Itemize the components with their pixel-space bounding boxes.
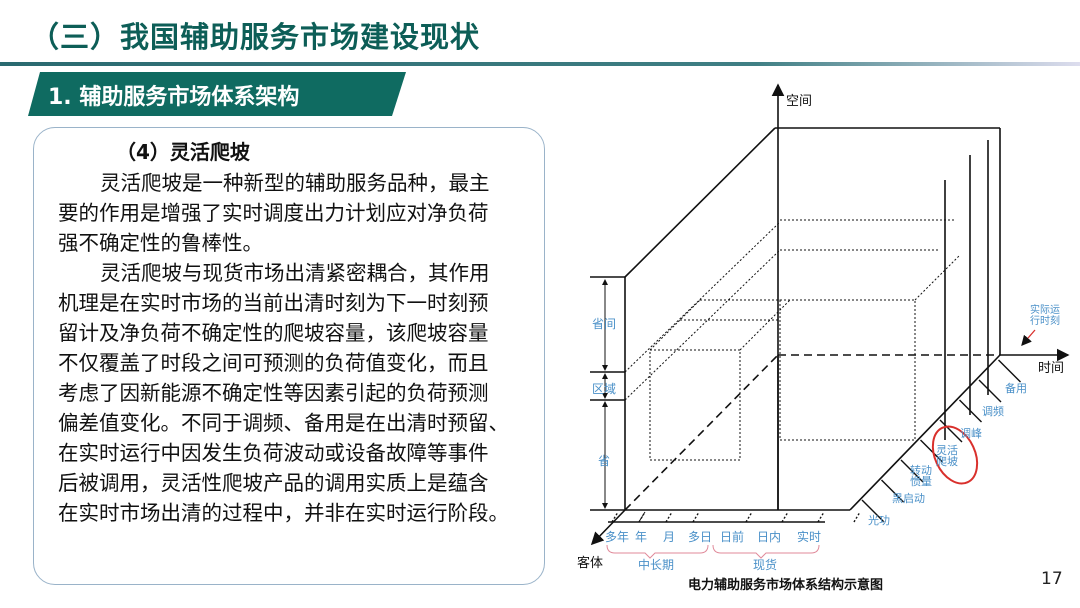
time-group: 中长期 xyxy=(638,558,675,572)
content-heading: （4）灵活爬坡 xyxy=(116,140,250,164)
time-scale-label: 日前 xyxy=(720,530,745,544)
realtime-note: 实际运行时刻 xyxy=(1030,305,1060,327)
time-tick xyxy=(853,511,861,523)
paragraph-line: 留计及净负荷不确定性的爬坡容量，该爬坡容量 xyxy=(58,321,489,345)
section-title: 1. 辅助服务市场体系架构 xyxy=(48,85,300,110)
time-scale-label: 日内 xyxy=(757,530,782,544)
object-axis-label: 客体 xyxy=(577,556,604,571)
service-label: 备用 xyxy=(1005,382,1027,395)
service-label: 黑启动 xyxy=(892,492,925,505)
paragraph-line: 灵活爬坡与现货市场出清紧密耦合，其作用 xyxy=(100,261,490,285)
highlight-circle xyxy=(931,425,979,485)
time-tick xyxy=(611,511,619,523)
service-label: 调频 xyxy=(982,405,1004,418)
time-tick xyxy=(692,511,700,523)
paragraph-line: 机理是在实时市场的当前出清时刻为下一时刻预 xyxy=(58,291,489,315)
time-group: 现货 xyxy=(753,558,778,572)
time-scale-label: 实时 xyxy=(797,530,822,544)
time-tick xyxy=(745,511,753,523)
time-scale-label: 年 xyxy=(635,530,648,544)
service-tick xyxy=(920,439,943,463)
service-tick xyxy=(978,379,1002,403)
object-axis xyxy=(590,509,626,546)
space-level: 省间 xyxy=(592,317,617,331)
service-tick xyxy=(939,419,963,443)
service-tick xyxy=(959,399,982,423)
paragraph-line: 考虑了因新能源不确定性等因素引起的负荷预测 xyxy=(58,381,489,405)
time-scale-label: 多日 xyxy=(688,530,713,544)
service-label: 转动惯量 xyxy=(910,464,932,488)
diagram-caption: 电力辅助服务市场体系结构示意图 xyxy=(688,578,884,593)
page-number: 17 xyxy=(1041,569,1063,589)
space-level: 区域 xyxy=(592,382,617,396)
paragraph-line: 要的作用是增强了实时调度出力计划应对净负荷 xyxy=(58,201,489,225)
time-scale-label: 多年 xyxy=(605,530,630,544)
paragraph-line: 偏差值变化。不同于调频、备用是在出清时预留、 xyxy=(58,411,509,435)
paragraph-line: 在实时运行中因发生负荷波动或设备故障等事件 xyxy=(58,441,489,465)
service-tick xyxy=(900,459,924,483)
time-tick xyxy=(665,511,673,523)
paragraph-line: 灵活爬坡是一种新型的辅助服务品种，最主 xyxy=(100,171,490,195)
service-label: 灵活爬坡 xyxy=(936,444,958,468)
space-axis-label: 空间 xyxy=(786,94,813,109)
service-tick xyxy=(861,499,885,523)
text-panel: （4）灵活爬坡 灵活爬坡是一种新型的辅助服务品种，最主要的作用是增强了实时调度出… xyxy=(33,127,545,585)
service-tick xyxy=(881,479,904,503)
section-banner: 1. 辅助服务市场体系架构 xyxy=(28,72,406,116)
paragraph-line: 强不确定性的鲁棒性。 xyxy=(58,231,263,255)
paragraph-line: 后被调用，灵活性爬坡产品的调用实质上是蕴含 xyxy=(58,471,489,495)
time-tick xyxy=(638,511,646,523)
service-tick xyxy=(998,359,1021,383)
paragraph-line: 不仅覆盖了时段之间可预测的负荷值变化，而且 xyxy=(58,351,489,375)
service-label: 调峰 xyxy=(960,427,982,440)
title-divider xyxy=(0,62,1080,66)
space-level: 省 xyxy=(598,454,611,468)
paragraph-line: 在实时市场出清的过程中，并非在实时运行阶段。 xyxy=(58,501,509,525)
service-label: 光功 xyxy=(868,514,890,527)
time-tick xyxy=(781,511,789,523)
time-scale-label: 月 xyxy=(663,530,676,544)
time-tick xyxy=(817,511,825,523)
time-axis-label: 时间 xyxy=(1038,361,1065,376)
slide-title: （三）我国辅助服务市场建设现状 xyxy=(30,20,481,54)
